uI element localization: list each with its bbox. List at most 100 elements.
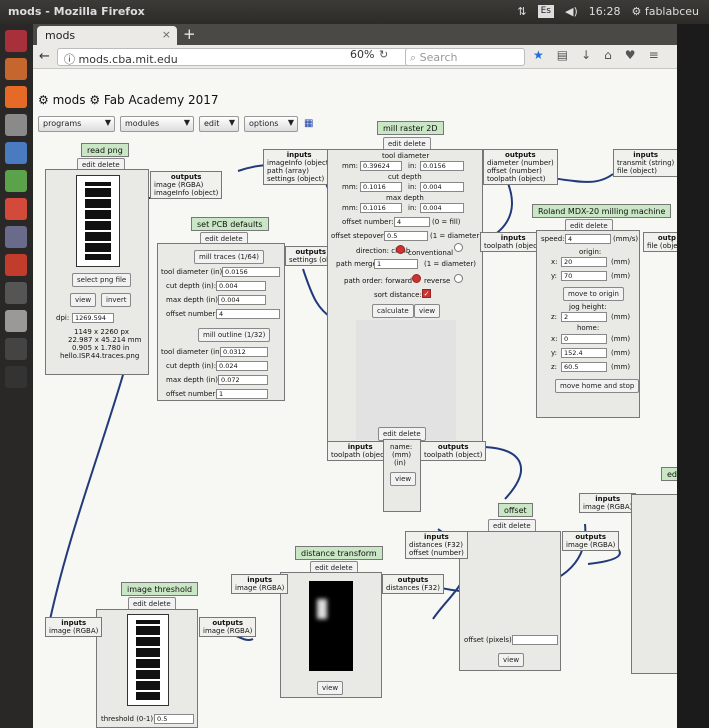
tool-diameter-field-2[interactable]: 0.0312 [220, 347, 268, 357]
offset-pixels-field[interactable] [512, 635, 558, 645]
dpi-field[interactable]: 1269.594 [72, 313, 114, 323]
edge-detect-title[interactable]: ed [661, 467, 677, 481]
clock[interactable]: 16:28 [588, 5, 621, 18]
offset-number-field[interactable]: 4 [216, 309, 280, 319]
offset-stepover-field[interactable]: 0.5 [384, 231, 428, 241]
cd-mm-field[interactable]: 0.1016 [360, 182, 402, 192]
reverse-radio[interactable] [454, 274, 463, 283]
cd-in-field[interactable]: 0.004 [420, 182, 464, 192]
launcher-app-icon[interactable] [5, 338, 27, 360]
options-select[interactable]: options▼ [244, 116, 298, 132]
threshold-field[interactable]: 0.5 [154, 714, 194, 724]
sort-distance-checkbox[interactable]: ✓ [422, 289, 431, 298]
max-depth-field-2[interactable]: 0.072 [218, 375, 268, 385]
keyboard-layout-indicator[interactable]: Es [537, 5, 554, 18]
launcher-app-icon[interactable] [5, 198, 27, 220]
launcher-app-icon[interactable] [5, 30, 27, 52]
back-arrow-icon[interactable]: ← [39, 49, 50, 64]
home-z-field[interactable]: 60.5 [561, 362, 607, 372]
launcher-app-icon[interactable] [5, 254, 27, 276]
max-depth-field[interactable]: 0.004 [218, 295, 266, 305]
jog-z-field[interactable]: 2 [561, 312, 607, 322]
move-home-button[interactable]: move home and stop [555, 379, 640, 393]
path-merge-field[interactable]: 1 [374, 259, 418, 269]
menu-icon[interactable]: ≡ [648, 48, 659, 62]
distance-title[interactable]: distance transform [295, 546, 383, 560]
speed-field[interactable]: 4 [565, 234, 611, 244]
view-button[interactable]: view [390, 472, 417, 486]
read-png-title[interactable]: read png [81, 143, 129, 157]
tab-mods[interactable]: mods× [37, 26, 177, 45]
forward-radio[interactable] [412, 274, 421, 283]
home-y-field[interactable]: 152.4 [561, 348, 607, 358]
td-mm-field[interactable]: 0.39624 [360, 161, 402, 171]
reload-icon[interactable]: ↻ [379, 48, 389, 61]
launcher-app-icon[interactable] [5, 114, 27, 136]
move-to-origin-button[interactable]: move to origin [563, 287, 624, 301]
mill-raster-title[interactable]: mill raster 2D [377, 121, 444, 135]
view-button[interactable]: view [498, 653, 525, 667]
select-png-button[interactable]: select png file [72, 273, 132, 287]
search-input[interactable]: ⌕ Search [405, 48, 525, 66]
view-button[interactable]: view [414, 304, 441, 318]
terminal-icon[interactable] [5, 366, 27, 388]
invert-button[interactable]: invert [101, 293, 132, 307]
launcher-app-icon[interactable] [5, 58, 27, 80]
volume-icon[interactable]: ◀) [565, 5, 578, 18]
origin-x-field[interactable]: 20 [561, 257, 607, 267]
tool-diameter-field[interactable]: 0.0156 [222, 267, 280, 277]
launcher-app-icon[interactable] [5, 142, 27, 164]
threshold-edit-delete[interactable]: edit delete [128, 597, 176, 611]
climb-radio[interactable] [396, 245, 405, 254]
launcher-app-icon[interactable] [5, 226, 27, 248]
mill-outline-button[interactable]: mill outline (1/32) [198, 328, 271, 342]
threshold-title[interactable]: image threshold [121, 582, 199, 596]
bookmarks-list-icon[interactable]: ▤ [556, 48, 569, 62]
mill-traces-button[interactable]: mill traces (1/64) [194, 250, 264, 264]
cut-depth-field[interactable]: 0.004 [216, 281, 266, 291]
view-button[interactable]: view [317, 681, 344, 695]
download-icon[interactable]: ↓ [581, 48, 592, 62]
edit-select[interactable]: edit▼ [199, 116, 239, 132]
new-tab-button[interactable]: + [183, 25, 196, 43]
home-x-field[interactable]: 0 [561, 334, 607, 344]
view-button[interactable]: view [70, 293, 97, 307]
mods-canvas[interactable]: ⚙ mods ⚙ Fab Academy 2017 programs▼ modu… [33, 69, 677, 728]
launcher-app-icon[interactable] [5, 310, 27, 332]
offset-number-field[interactable]: 4 [394, 217, 430, 227]
zoom-level[interactable]: 60% [350, 48, 375, 61]
firefox-icon[interactable] [5, 86, 27, 108]
pocket-icon[interactable]: ♥ [624, 48, 636, 62]
info-icon[interactable]: ⓘ [64, 53, 79, 66]
offset-title[interactable]: offset [498, 503, 533, 517]
td-in-field[interactable]: 0.0156 [420, 161, 464, 171]
modules-select[interactable]: modules▼ [120, 116, 194, 132]
launcher-app-icon[interactable] [5, 282, 27, 304]
origin-y-field[interactable]: 70 [561, 271, 607, 281]
conventional-radio[interactable] [454, 243, 463, 252]
set-pcb-title[interactable]: set PCB defaults [191, 217, 269, 231]
close-tab-icon[interactable]: × [161, 28, 171, 41]
home-icon[interactable]: ⌂ [604, 48, 612, 62]
roland-title[interactable]: Roland MDX-20 milling machine [532, 204, 672, 218]
network-icon[interactable]: ⇅ [517, 5, 527, 18]
session-user[interactable]: ⚙ fablabceu [631, 5, 699, 18]
launcher-app-icon[interactable] [5, 170, 27, 192]
calculate-button[interactable]: calculate [372, 304, 414, 318]
programs-select[interactable]: programs▼ [38, 116, 115, 132]
md-in-field[interactable]: 0.004 [420, 203, 464, 213]
